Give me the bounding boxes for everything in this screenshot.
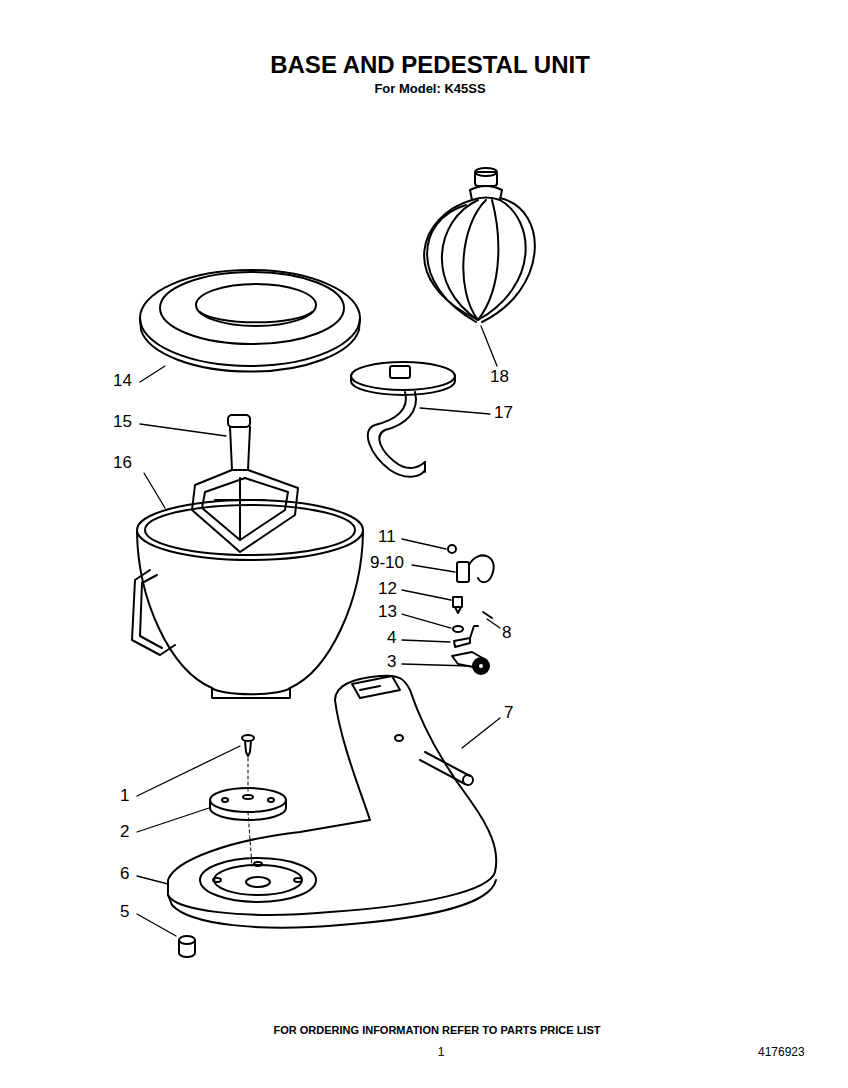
callout-number: 14 [113, 372, 132, 391]
assembly-line [248, 758, 252, 866]
model-note: For Model: K45SS [374, 82, 485, 96]
callout-number: 5 [120, 903, 129, 922]
callout-number: 2 [120, 823, 129, 842]
leader-line [137, 326, 500, 936]
callout-number: 1 [120, 787, 129, 806]
hinge-pin [420, 752, 473, 785]
wire-whip [424, 168, 535, 322]
flat-beater [192, 415, 298, 552]
callout-number: 17 [494, 404, 513, 423]
callout-number: 12 [378, 580, 397, 599]
callout-number: 9-10 [370, 554, 404, 573]
callout-number: 6 [120, 865, 129, 884]
document-number: 4176923 [758, 1046, 805, 1059]
page-number: 1 [438, 1046, 445, 1059]
diagram-title: BASE AND PEDESTAL UNIT [270, 52, 590, 78]
screw [242, 735, 254, 756]
callout-number: 18 [490, 368, 509, 387]
pedestal-base [168, 676, 496, 928]
ordering-note: FOR ORDERING INFORMATION REFER TO PARTS … [274, 1024, 601, 1036]
callout-number: 16 [113, 454, 132, 473]
callout-number: 7 [504, 704, 513, 723]
callout-number: 13 [378, 603, 397, 622]
callout-number: 8 [502, 624, 511, 643]
small-hardware [448, 545, 494, 674]
callout-number: 3 [387, 653, 396, 672]
mixing-bowl [132, 500, 363, 698]
callout-number: 4 [387, 629, 396, 648]
bowl-ring [140, 270, 360, 372]
callout-number: 11 [378, 528, 396, 547]
rubber-foot [179, 936, 195, 957]
dough-hook [351, 362, 455, 477]
callout-number: 15 [113, 413, 132, 432]
